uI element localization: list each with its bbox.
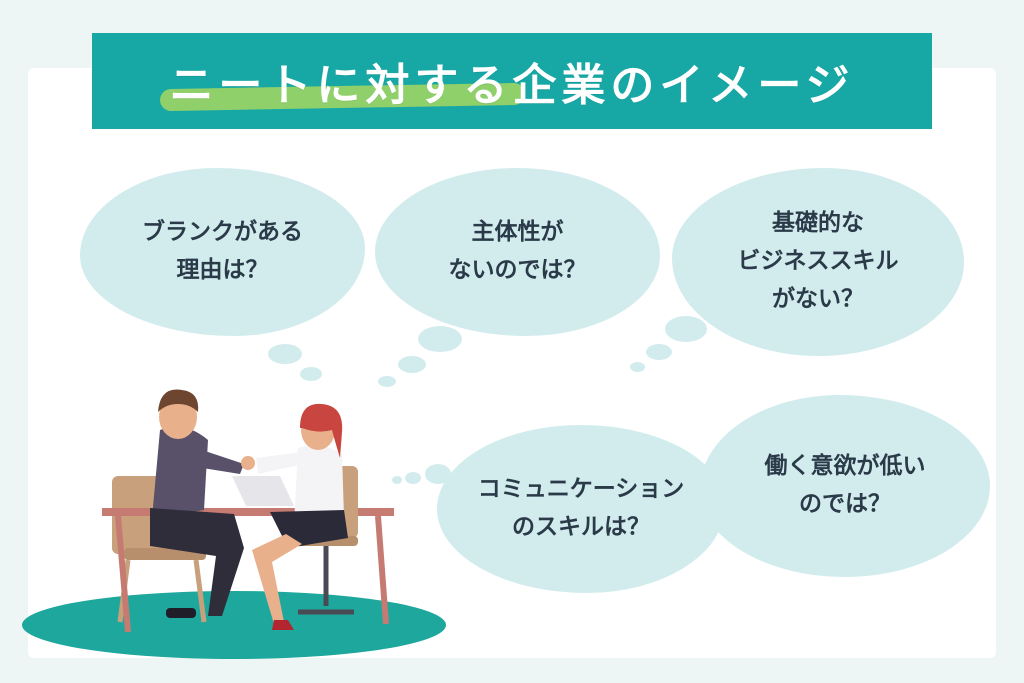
bubble-business-skills-text: 基礎的な ビジネススキル がない？ [737, 210, 899, 312]
thought-dot [425, 464, 451, 484]
thought-dot [630, 362, 645, 372]
title-banner [92, 33, 932, 129]
thought-dot [665, 316, 707, 342]
thought-dot [418, 326, 462, 352]
thought-dot [378, 376, 396, 387]
thought-dot [405, 472, 421, 484]
thought-dot [392, 476, 402, 484]
laptop [232, 476, 294, 506]
thought-dot [398, 356, 426, 373]
bubble-communication-text: コミュニケーション のスキルは？ [477, 476, 685, 540]
bubble-initiative-text: 主体性が ないのでは？ [448, 219, 587, 283]
bubble-initiative: 主体性が ないのでは？ [375, 168, 660, 336]
interviewer-man [150, 389, 255, 618]
bubble-motivation: 働く意欲が低い のでは？ [700, 395, 990, 577]
applicant-woman [252, 403, 348, 630]
thought-dot [300, 367, 322, 381]
bubble-communication: コミュニケーション のスキルは？ [437, 425, 725, 593]
bubble-business-skills: 基礎的な ビジネススキル がない？ [672, 168, 964, 356]
thought-dot [646, 344, 672, 360]
thought-dot [268, 344, 302, 364]
bubble-blank-reason: ブランクがある 理由は？ [80, 168, 365, 336]
page-title: ニートに対する企業のイメージ [169, 60, 855, 111]
bubble-blank-reason-text: ブランクがある 理由は？ [142, 219, 303, 283]
bubble-motivation-text: 働く意欲が低い のでは？ [764, 453, 926, 517]
table-top [102, 508, 394, 516]
